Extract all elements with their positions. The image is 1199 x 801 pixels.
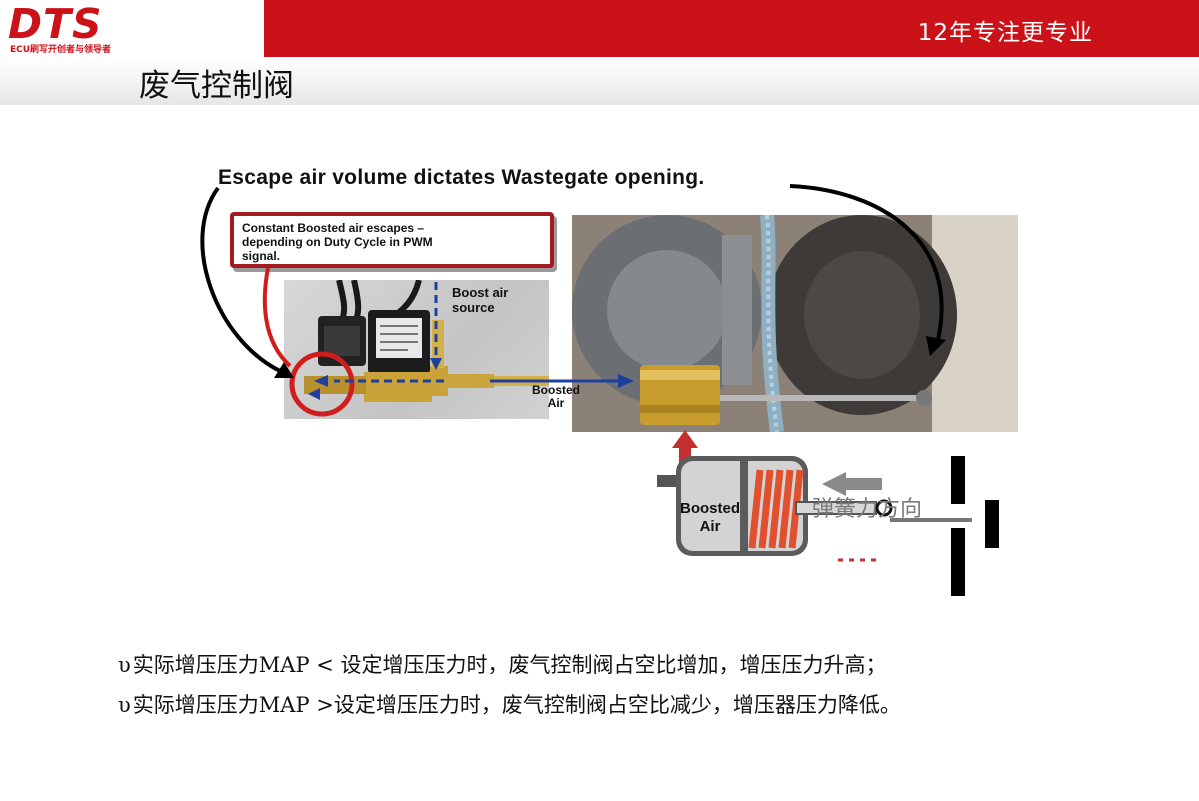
boosted-air-label: Boosted Air: [532, 384, 580, 410]
bullet-item: υ实际增压压力MAP >设定增压压力时，废气控制阀占空比减少，增压器压力降低。: [118, 685, 1118, 725]
bullet-text: 实际增压压力MAP >设定增压压力时，废气控制阀占空比减少，增压器压力降低。: [132, 693, 901, 717]
callout-line: signal.: [242, 249, 281, 263]
actuator-boosted-air-label: Boosted Air: [680, 500, 740, 536]
bullet-marker: υ: [118, 653, 131, 677]
header: DTS ECU刷写开创者与领导者 12年专注更专业: [0, 0, 1199, 57]
label-line: source: [452, 300, 495, 315]
bullet-list: υ实际增压压力MAP < 设定增压压力时，废气控制阀占空比增加，增压压力升高； …: [118, 645, 1118, 725]
bullet-marker: υ: [118, 693, 131, 717]
slogan: 12年专注更专业: [917, 20, 1093, 46]
solenoid-valve-photo: [284, 279, 549, 419]
dts-logo: DTS ECU刷写开创者与领导者: [8, 0, 138, 55]
label-line: Air: [699, 518, 721, 535]
turbocharger-illustration: [572, 215, 1018, 432]
duty-cycle-callout: Constant Boosted air escapes – depending…: [230, 212, 554, 268]
header-red-bar: 12年专注更专业: [264, 0, 1199, 57]
label-line: Boosted: [680, 500, 740, 517]
label-line: Boosted: [532, 383, 580, 397]
logo-subtitle: ECU刷写开创者与领导者: [10, 45, 112, 55]
bullet-item: υ实际增压压力MAP < 设定增压压力时，废气控制阀占空比增加，增压压力升高；: [118, 645, 1118, 685]
label-line: Boost air: [452, 285, 509, 300]
label-line: Air: [547, 396, 565, 410]
callout-line: depending on Duty Cycle in PWM: [242, 235, 433, 249]
callout-line: Constant Boosted air escapes –: [242, 221, 425, 235]
title-band: [0, 57, 1199, 105]
boost-air-source-label: Boost air source: [452, 285, 508, 315]
turbocharger-photo: [572, 215, 1018, 432]
logo-text: DTS: [8, 0, 103, 48]
spring-force-direction-label: 弹簧力方向: [812, 497, 923, 522]
page-title: 废气控制阀: [139, 68, 294, 104]
bullet-text: 实际增压压力MAP < 设定增压压力时，废气控制阀占空比增加，增压压力升高；: [132, 653, 887, 677]
figure-headline: Escape air volume dictates Wastegate ope…: [218, 166, 705, 189]
solenoid-valve-illustration: [289, 279, 549, 417]
